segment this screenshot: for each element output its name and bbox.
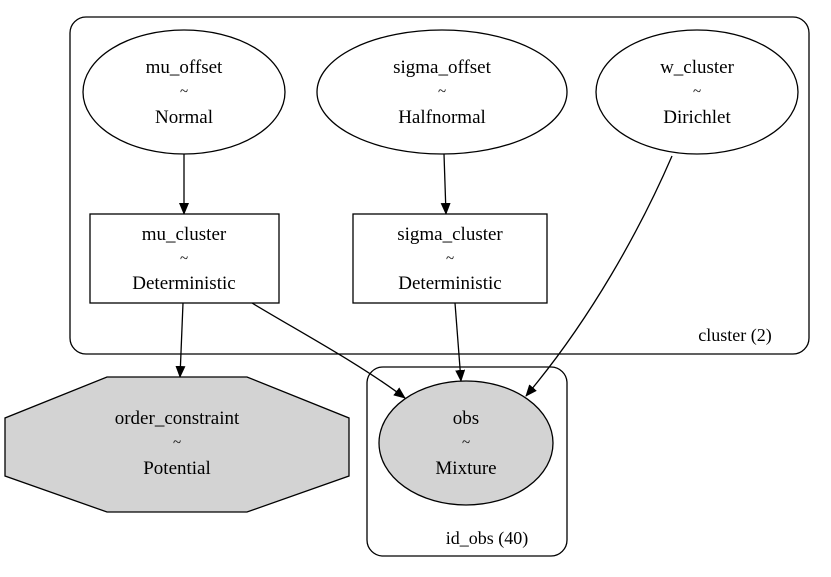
edge-sigma-offset-to-sigma-cluster (440, 153, 451, 215)
edge-mu-cluster-to-order-constraint (175, 302, 186, 378)
node-mu-cluster-shape (89, 213, 280, 304)
edge-w-cluster-to-obs (525, 155, 673, 397)
edge-sigma-cluster-to-obs (454, 302, 466, 382)
node-sigma-cluster[interactable]: sigma_cluster ~ Deterministic (352, 213, 548, 304)
node-obs-dist: Mixture (435, 458, 496, 479)
node-obs-name: obs (453, 408, 479, 429)
node-mu-cluster-dist: Deterministic (132, 273, 235, 294)
node-w-cluster-sep: ~ (693, 84, 701, 100)
node-w-cluster[interactable]: w_cluster ~ Dirichlet (595, 29, 799, 155)
node-mu-cluster-name: mu_cluster (142, 224, 227, 245)
plate-id-obs: id_obs (40) (366, 366, 568, 557)
node-sigma-cluster-name: sigma_cluster (397, 224, 503, 245)
node-mu-offset[interactable]: mu_offset ~ Normal (82, 29, 286, 155)
plate-id-obs-label: id_obs (40) (446, 528, 529, 549)
node-mu-cluster[interactable]: mu_cluster ~ Deterministic (89, 213, 280, 304)
node-sigma-offset-sep: ~ (438, 84, 446, 100)
node-mu-cluster-sep: ~ (180, 251, 188, 267)
node-obs-sep: ~ (462, 435, 470, 451)
node-w-cluster-dist: Dirichlet (663, 107, 731, 128)
node-obs[interactable]: obs ~ Mixture (378, 380, 554, 506)
node-order-constraint[interactable]: order_constraint ~ Potential (4, 376, 350, 513)
node-sigma-offset-dist: Halfnormal (398, 107, 486, 128)
node-sigma-offset-name: sigma_offset (393, 57, 492, 78)
node-mu-offset-dist: Normal (155, 107, 213, 128)
node-order-constraint-shape (4, 376, 350, 513)
edges (175, 153, 673, 399)
node-sigma-cluster-shape (352, 213, 548, 304)
node-w-cluster-name: w_cluster (660, 57, 735, 78)
plate-cluster-label: cluster (2) (698, 325, 771, 346)
node-w-cluster-shape (595, 29, 799, 155)
node-sigma-offset-shape (316, 29, 568, 155)
plate-cluster: cluster (2) (69, 16, 810, 355)
node-mu-offset-name: mu_offset (146, 57, 223, 78)
edge-mu-cluster-to-obs (251, 302, 406, 399)
node-sigma-cluster-dist: Deterministic (398, 273, 501, 294)
node-order-constraint-sep: ~ (173, 435, 181, 451)
node-obs-shape (378, 380, 554, 506)
node-mu-offset-sep: ~ (180, 84, 188, 100)
node-sigma-offset[interactable]: sigma_offset ~ Halfnormal (316, 29, 568, 155)
node-mu-offset-shape (82, 29, 286, 155)
node-order-constraint-name: order_constraint (115, 408, 240, 429)
node-sigma-cluster-sep: ~ (446, 251, 454, 267)
node-order-constraint-dist: Potential (143, 458, 211, 479)
